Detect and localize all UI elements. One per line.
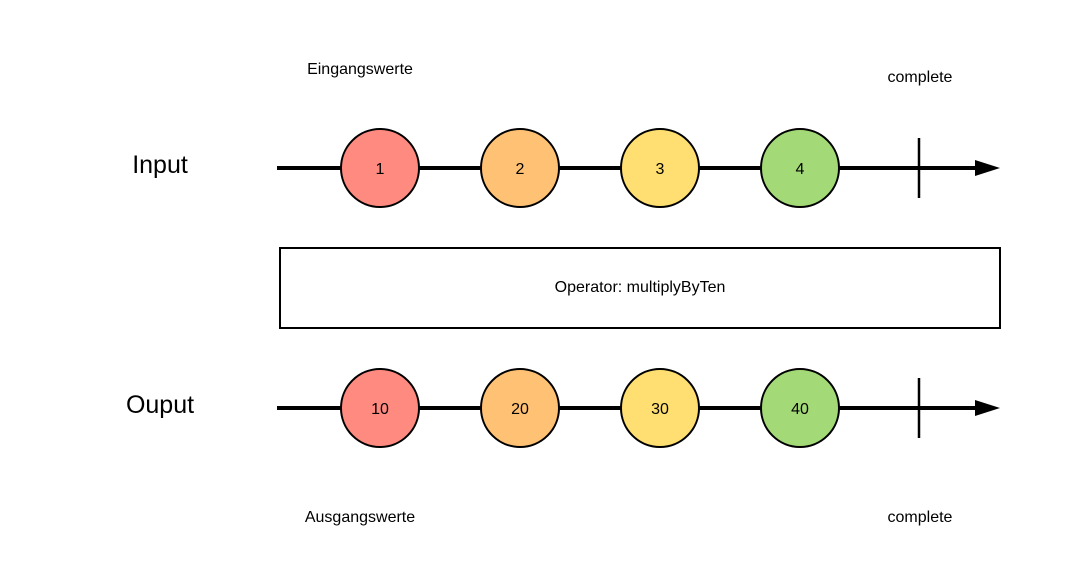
input-marble-value: 1 (376, 161, 385, 178)
input-caption: Eingangswerte (307, 61, 413, 78)
operator-label: Operator: multiplyByTen (555, 279, 726, 296)
output-marble-value: 10 (371, 401, 389, 418)
output-marbles: 10 20 30 40 (340, 368, 840, 448)
output-caption: Ausgangswerte (305, 509, 415, 526)
output-arrow-head (975, 400, 1000, 416)
input-marble (620, 128, 700, 208)
output-marble-value: 20 (511, 401, 529, 418)
input-marble-value: 2 (516, 161, 525, 178)
input-marbles: 1 2 3 4 (340, 128, 840, 208)
input-marble-value: 3 (656, 161, 665, 178)
output-marble (620, 368, 700, 448)
output-marble-value: 30 (651, 401, 669, 418)
operator-box (279, 247, 1001, 329)
output-marble (480, 368, 560, 448)
output-label: Ouput (126, 391, 194, 419)
input-arrow-head (975, 160, 1000, 176)
output-complete-label: complete (888, 509, 953, 526)
output-marble (340, 368, 420, 448)
input-label: Input (132, 151, 188, 179)
input-stream: Eingangswerte complete Input 1 2 3 4 (132, 61, 1000, 208)
output-marble (760, 368, 840, 448)
operator: Operator: multiplyByTen (279, 247, 1001, 329)
input-marble (340, 128, 420, 208)
output-stream: Ouput 10 20 30 40 Ausgangswerte complete (126, 368, 1000, 526)
input-complete-label: complete (888, 69, 953, 86)
output-marble-value: 40 (791, 401, 809, 418)
input-marble-value: 4 (796, 161, 805, 178)
input-marble (760, 128, 840, 208)
input-marble (480, 128, 560, 208)
